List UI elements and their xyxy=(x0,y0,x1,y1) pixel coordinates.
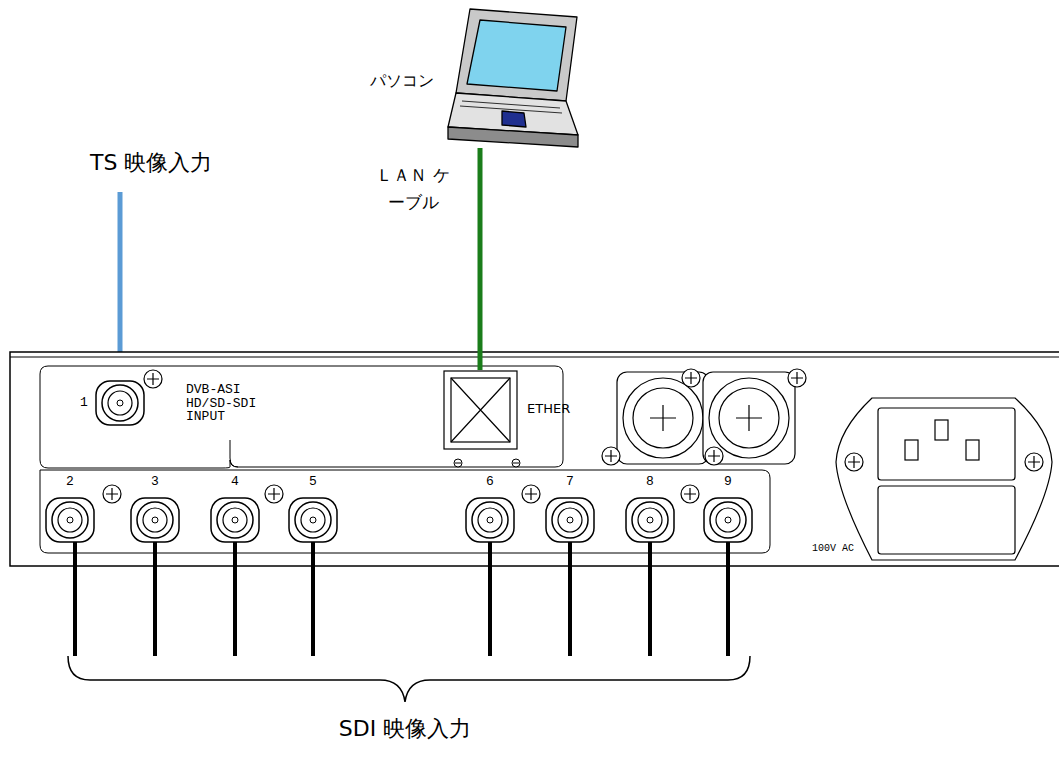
device-panel xyxy=(40,470,770,553)
bnc-connector xyxy=(96,381,144,425)
power-inlet xyxy=(836,398,1052,560)
signal-label: SDI 映像入力 xyxy=(339,716,471,742)
node-label: パソコン xyxy=(370,71,434,90)
device-panel xyxy=(513,463,519,464)
bnc-connector xyxy=(289,498,337,542)
sdi-cable xyxy=(153,542,157,656)
sdi-cable xyxy=(726,542,730,656)
sdi-cable xyxy=(488,542,492,656)
port-icon xyxy=(444,371,517,449)
sdi-cable xyxy=(568,542,572,656)
power-inlet xyxy=(966,440,979,460)
bnc-connector xyxy=(211,498,259,542)
laptop-icon xyxy=(460,106,562,113)
port-number: 3 xyxy=(151,474,159,490)
device-panel xyxy=(454,459,462,467)
device-panel xyxy=(512,459,520,467)
fan-screw xyxy=(788,369,806,387)
cooling-fan xyxy=(650,405,676,431)
ethernet-port: ETHER xyxy=(443,370,573,452)
port-number: 7 xyxy=(566,474,574,490)
sdi-cable xyxy=(75,542,728,656)
lan-cable xyxy=(478,148,483,370)
device-panel xyxy=(40,366,563,468)
bnc-connector xyxy=(466,498,514,542)
cooling-fan xyxy=(709,378,789,458)
port-number: 1 xyxy=(80,395,88,411)
power-inlet xyxy=(878,486,1015,554)
cooling-fan xyxy=(736,405,762,431)
inlet-screw xyxy=(845,453,1043,471)
port-number: 2 xyxy=(66,474,74,490)
port-label: DVB-ASI HD/SD-SDI INPUT xyxy=(186,383,262,424)
device-panel xyxy=(10,352,1059,566)
panel-screw xyxy=(144,370,162,388)
bnc-connector xyxy=(704,498,752,542)
port-number: 5 xyxy=(309,474,317,490)
brace xyxy=(68,656,750,702)
fan-screw xyxy=(602,447,620,465)
panel-screw xyxy=(103,370,699,503)
laptop-icon xyxy=(502,111,526,127)
cable-label: ＬＡＮ ケーブル xyxy=(372,162,454,216)
inlet-screw xyxy=(1025,453,1043,471)
fan-screw xyxy=(682,369,700,387)
power-inlet xyxy=(878,408,1015,480)
cooling-fan xyxy=(703,372,795,464)
device-panel xyxy=(10,357,1059,358)
laptop-icon xyxy=(448,9,578,147)
fan-screw xyxy=(705,447,723,465)
port-number: 9 xyxy=(724,474,732,490)
panel-screw xyxy=(265,485,283,503)
bnc-connector xyxy=(131,498,179,542)
cooling-fan xyxy=(719,388,779,448)
port-number: 6 xyxy=(486,474,494,490)
cooling-fan xyxy=(617,372,795,464)
laptop-icon xyxy=(448,127,578,147)
power-inlet xyxy=(905,440,918,460)
laptop-icon xyxy=(456,9,577,101)
port-icon xyxy=(451,378,510,442)
bnc-connector xyxy=(546,498,594,542)
device-panel xyxy=(230,440,238,467)
port-number: 4 xyxy=(231,474,239,490)
laptop-pc: パソコン xyxy=(360,5,585,152)
laptop-icon xyxy=(440,5,585,152)
panel-screw xyxy=(522,485,540,503)
signal-label: TS 映像入力 xyxy=(90,150,212,176)
port-number: 8 xyxy=(646,474,654,490)
power-inlet xyxy=(935,420,948,440)
laptop-icon xyxy=(467,20,566,91)
device-panel xyxy=(10,352,1059,566)
port-icon xyxy=(444,371,517,449)
node-label: ETHER xyxy=(527,401,570,417)
device-panel xyxy=(455,463,461,464)
brace xyxy=(68,656,750,702)
power-inlet xyxy=(836,398,1052,560)
bnc-connector xyxy=(46,498,94,542)
panel-screw xyxy=(103,485,121,503)
cooling-fan xyxy=(633,388,693,448)
sdi-cable xyxy=(73,542,77,656)
sdi-cable xyxy=(233,542,237,656)
cooling-fan xyxy=(623,378,703,458)
inlet-screw xyxy=(845,453,863,471)
port-icon xyxy=(443,370,519,452)
bnc-connector xyxy=(626,498,674,542)
fan-screw xyxy=(602,369,806,465)
sdi-cable xyxy=(648,542,652,656)
port-icon xyxy=(451,378,510,442)
panel-screw xyxy=(681,485,699,503)
sdi-cable xyxy=(311,542,315,656)
voltage-label: 100V AC xyxy=(812,543,854,555)
